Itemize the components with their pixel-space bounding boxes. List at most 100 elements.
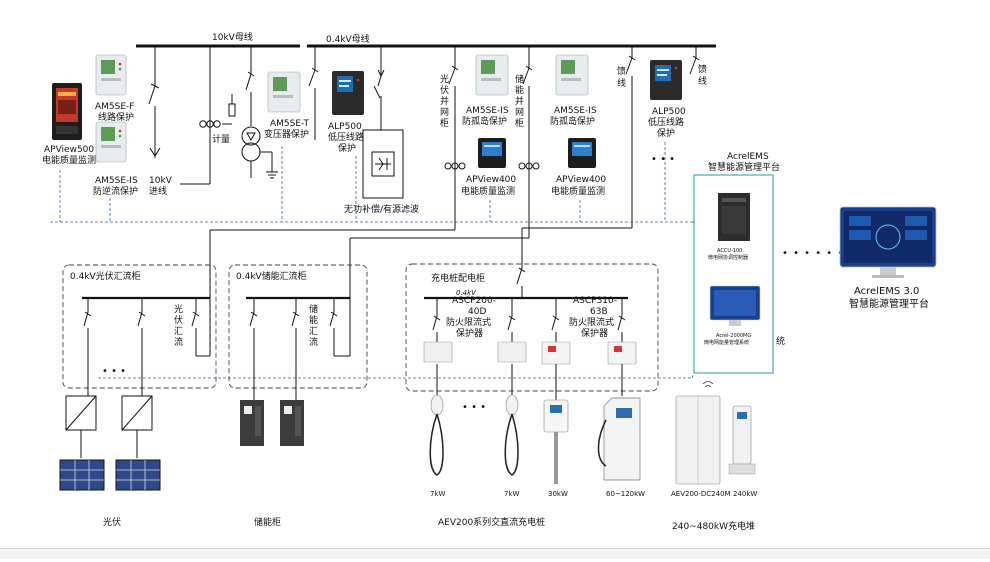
dc-charger-30kw: [543, 399, 569, 484]
ems-link: [691, 221, 695, 379]
bus-04kv-label: 0.4kV母线: [326, 33, 370, 45]
meter-label: 计量: [212, 133, 230, 145]
apview500-name: APView500: [44, 145, 94, 155]
ac-charger-2: [504, 394, 519, 476]
am5se-is-2-device: [555, 54, 589, 96]
rating-2: 7kW: [504, 490, 520, 498]
apview400-2-device: [568, 138, 596, 168]
storage-vert-c3: 汇: [309, 326, 318, 337]
storage-cabinet-c2: 能: [515, 84, 524, 96]
ems3-desc: 智慧能源管理平台: [849, 297, 929, 310]
ac-charger-1: [429, 394, 444, 476]
am5se-is-2-name: AM5SE-IS: [554, 106, 597, 116]
bus-10kv-label: 10kV母线: [212, 31, 253, 43]
reactive-label: 无功补偿/有源滤波: [344, 203, 419, 215]
transformer-branch: [241, 46, 278, 179]
charging-cabinet-title: 充电桩配电柜: [431, 272, 485, 284]
dc-terminal-240kw: [728, 405, 756, 475]
caption-pv: 光伏: [103, 516, 121, 528]
alp500-right-desc2: 保护: [657, 127, 675, 139]
alp500-right-desc1: 低压线路: [648, 116, 684, 128]
reactive-compensation: [362, 46, 404, 199]
storage-cabinets: [240, 380, 304, 446]
charging-cabinet-internals: [424, 267, 628, 342]
ascp310-desc2: 保护器: [581, 327, 608, 339]
feeder-1-c2: 线: [617, 77, 626, 89]
ems3-name: AcrelEMS 3.0: [854, 286, 919, 297]
storage-cabinet-c4: 网: [515, 107, 524, 118]
alp500-right-device: [650, 60, 682, 100]
dc-pile-aev200: [675, 381, 721, 485]
apview400-1-desc: 电能质量监测: [461, 185, 515, 197]
pv-vert-c2: 伏: [174, 314, 183, 326]
pv-combiner-title: 0.4kV光伏汇流柜: [70, 270, 141, 282]
pv-cabinet-c5: 柜: [440, 117, 449, 129]
apview400-2-name: APView400: [556, 175, 606, 185]
ascp200-name2: 40D: [468, 307, 486, 317]
pv-combiner-internals: [82, 265, 211, 380]
am5se-is-1-desc: 防孤岛保护: [462, 115, 507, 127]
dc-charger-60-120kw: [597, 397, 641, 481]
rating-6: 240kW: [733, 490, 757, 498]
am5se-t-name: AM5SE-T: [270, 119, 309, 129]
acrel2000-name: Acrel-2000MG: [716, 333, 751, 339]
apview400-1-device: [478, 138, 506, 168]
storage-grid-branch: [349, 46, 540, 265]
pv-grid-branch: [209, 46, 466, 265]
am5se-is-reverse-name: AM5SE-IS: [95, 176, 138, 186]
comm-lines: [50, 142, 692, 379]
charging-bus-label: 0.4kV: [456, 289, 477, 297]
rating-5: AEV200-DC240M: [671, 490, 731, 498]
incoming-label: 进线: [149, 185, 167, 197]
storage-combiner-title: 0.4kV储能汇流柜: [236, 270, 307, 282]
charger-ellipsis: • • •: [462, 402, 486, 413]
pv-cabinet-c2: 伏: [440, 84, 449, 96]
pv-vert-c3: 汇: [174, 326, 183, 337]
ems-box: [693, 174, 774, 374]
accu-name: ACCU-100: [717, 248, 742, 254]
apview400-2-desc: 电能质量监测: [551, 185, 605, 197]
alp500-left-device: [332, 71, 364, 115]
protector-devices: [423, 341, 637, 365]
am5se-is-reverse-device: [95, 121, 127, 163]
am5se-f-device: [95, 54, 127, 96]
storage-combiner-internals: [246, 265, 351, 380]
caption-storage: 储能柜: [254, 516, 281, 528]
feeder-branches: [521, 46, 700, 268]
rating-1: 7kW: [430, 490, 446, 498]
ascp310-name1: ASCP310-: [573, 296, 617, 306]
pv-panels: [59, 459, 161, 491]
am5se-is-reverse-desc: 防逆流保护: [93, 185, 138, 197]
acrel2000-monitor: [709, 285, 761, 326]
acrel2000-desc: 微电网能量管理系统: [704, 339, 749, 346]
alp500-right-name: ALP500: [652, 107, 686, 117]
acrel-ems-desc: 智慧能源管理平台: [708, 161, 780, 173]
feeder-1-c1: 馈: [617, 65, 626, 77]
storage-vert-c1: 储: [309, 303, 318, 315]
pv-ellipsis: • • •: [102, 366, 126, 377]
combiner-boxes: [62, 263, 659, 392]
am5se-is-1-name: AM5SE-IS: [466, 106, 509, 116]
system-suffix: 统: [776, 335, 785, 347]
am5se-t-desc: 变压器保护: [264, 128, 309, 140]
alp500-left-name: ALP500: [328, 122, 362, 132]
pv-vert-c1: 光: [174, 303, 183, 315]
storage-vert-c2: 能: [309, 314, 318, 326]
am5se-is-2-desc: 防孤岛保护: [550, 115, 595, 127]
feeder-2-c1: 馈: [698, 63, 707, 75]
feeder-2-c2: 线: [698, 75, 707, 87]
am5se-t-device: [267, 71, 301, 113]
accu-device: [718, 193, 750, 241]
ascp310-desc1: 防火限流式: [569, 316, 614, 328]
accu-desc: 微电网协调控制器: [708, 254, 748, 261]
metering-branch: [180, 46, 236, 185]
ascp200-desc2: 保护器: [456, 327, 483, 339]
am5se-is-1-device: [475, 54, 509, 96]
caption-dc-pile: 240~480kW充电堆: [672, 520, 755, 532]
dotted-link: • • • • • • •: [782, 248, 855, 259]
ascp200-name1: ASCP200-: [452, 296, 496, 306]
storage-vert-c4: 流: [309, 336, 318, 348]
storage-cabinet-c5: 柜: [515, 117, 524, 129]
apview400-1-name: APView400: [466, 175, 516, 185]
